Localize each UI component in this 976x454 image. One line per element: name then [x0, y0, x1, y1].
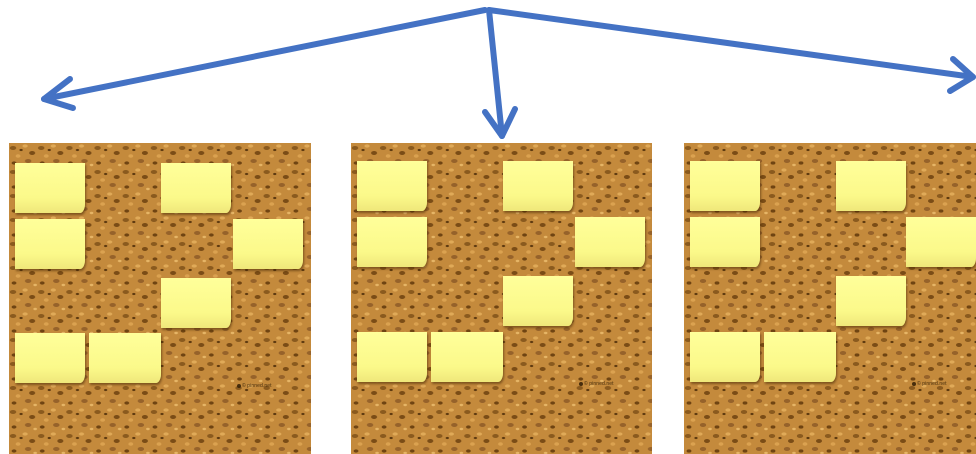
watermark: © pinned.net	[237, 383, 272, 389]
corkboard-left: © pinned.net	[9, 143, 311, 454]
sticky-note	[15, 219, 85, 269]
sticky-note	[15, 163, 85, 213]
sticky-note	[233, 219, 303, 269]
sticky-note	[161, 278, 231, 328]
sticky-note	[690, 332, 760, 382]
watermark: © pinned.net	[579, 381, 614, 387]
corkboard-right: © pinned.net	[684, 143, 976, 454]
sticky-note	[764, 332, 836, 382]
sticky-note	[431, 332, 503, 382]
sticky-note	[357, 332, 427, 382]
sticky-note	[836, 276, 906, 326]
sticky-note	[89, 333, 161, 383]
sticky-note	[690, 161, 760, 211]
corkboard-middle: © pinned.net	[351, 143, 652, 454]
watermark: © pinned.net	[912, 381, 947, 387]
sticky-note	[575, 217, 645, 267]
sticky-note	[906, 217, 976, 267]
sticky-note	[15, 333, 85, 383]
arrow-left	[41, 7, 488, 111]
arrow-right	[486, 7, 976, 94]
sticky-note	[503, 276, 573, 326]
sticky-note	[357, 217, 427, 267]
sticky-note	[690, 217, 760, 267]
arrow-middle	[482, 7, 518, 139]
sticky-note	[357, 161, 427, 211]
sticky-note	[503, 161, 573, 211]
sticky-note	[161, 163, 231, 213]
sticky-note	[836, 161, 906, 211]
